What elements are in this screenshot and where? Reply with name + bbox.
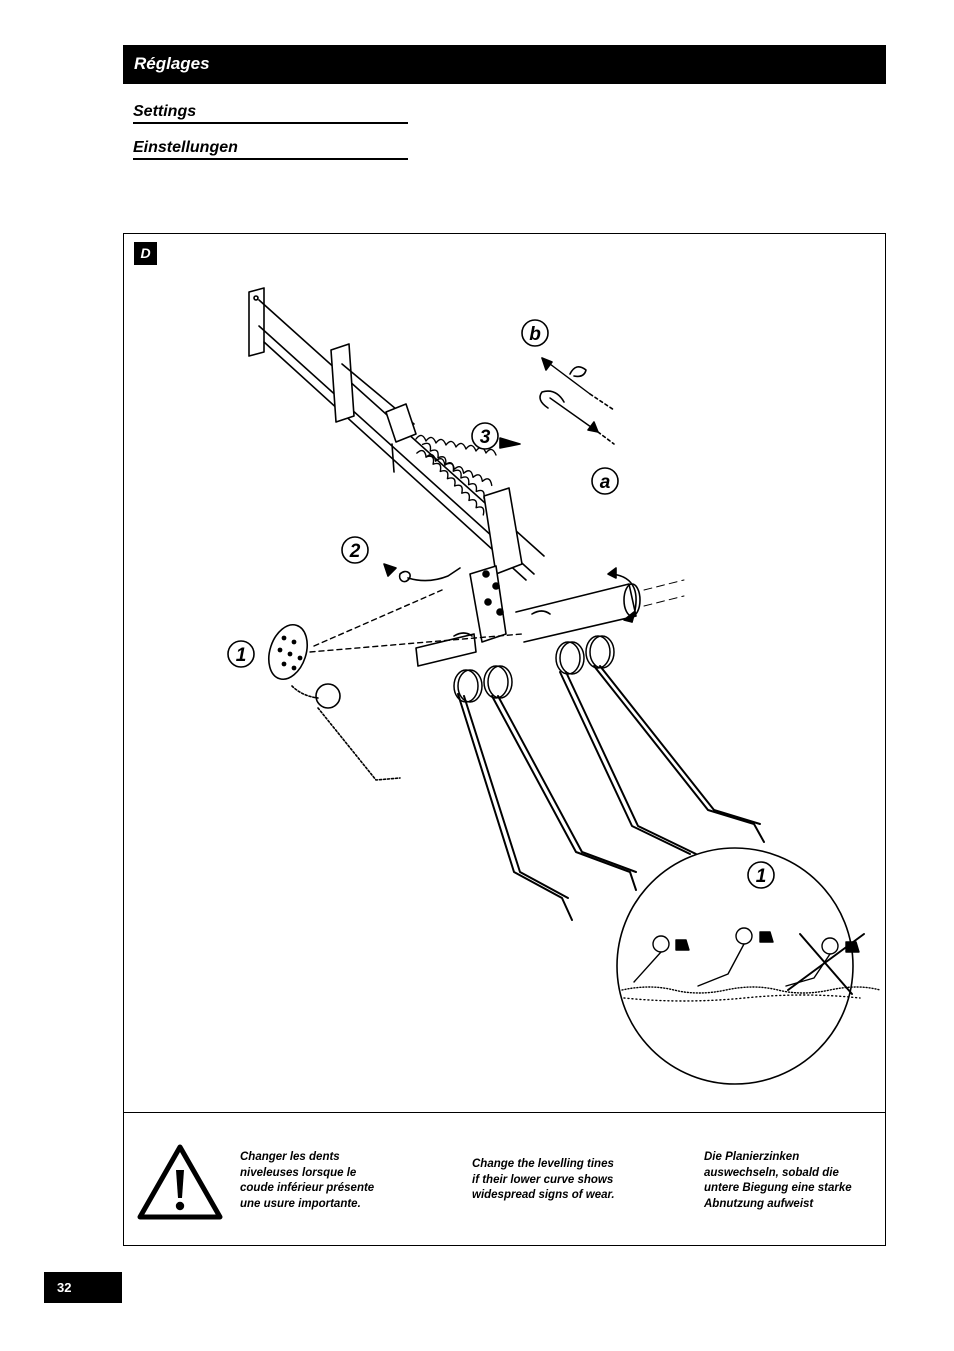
section-header: Réglages — [123, 45, 886, 84]
subtitle-settings: Settings — [133, 102, 408, 124]
callout-2: 2 — [349, 541, 361, 562]
warning-text-fr: Changer les dents niveleuses lorsque le … — [240, 1151, 375, 1210]
callout-2-marker — [341, 536, 369, 564]
callout-b: b — [529, 324, 541, 345]
warning-text-de: Die Planierzinken auswechseln, sobald di… — [704, 1151, 852, 1210]
page-number: 32 — [44, 1272, 122, 1303]
callout-a-marker — [591, 467, 619, 495]
technical-drawing: b 3 a 2 1 1 — [227, 287, 881, 1085]
section-title: Réglages — [134, 54, 210, 73]
warning-triangle-icon — [137, 1144, 223, 1220]
detail-callout-1-marker — [747, 861, 775, 889]
figure-label: D — [134, 242, 157, 265]
page-number-text: 32 — [57, 1280, 72, 1295]
callout-3: 3 — [480, 427, 491, 448]
callout-1-marker — [227, 640, 255, 668]
detail-callout-1: 1 — [756, 866, 767, 887]
callout-3-marker — [471, 422, 499, 450]
figure-frame: D — [123, 233, 886, 1246]
section-divider — [124, 1112, 885, 1113]
callout-a: a — [600, 472, 611, 493]
callout-b-marker — [521, 319, 549, 347]
subtitle-einstellungen: Einstellungen — [133, 138, 408, 160]
callout-1: 1 — [236, 645, 247, 666]
warning-text-en: Change the levelling tines if their lowe… — [472, 1158, 615, 1201]
